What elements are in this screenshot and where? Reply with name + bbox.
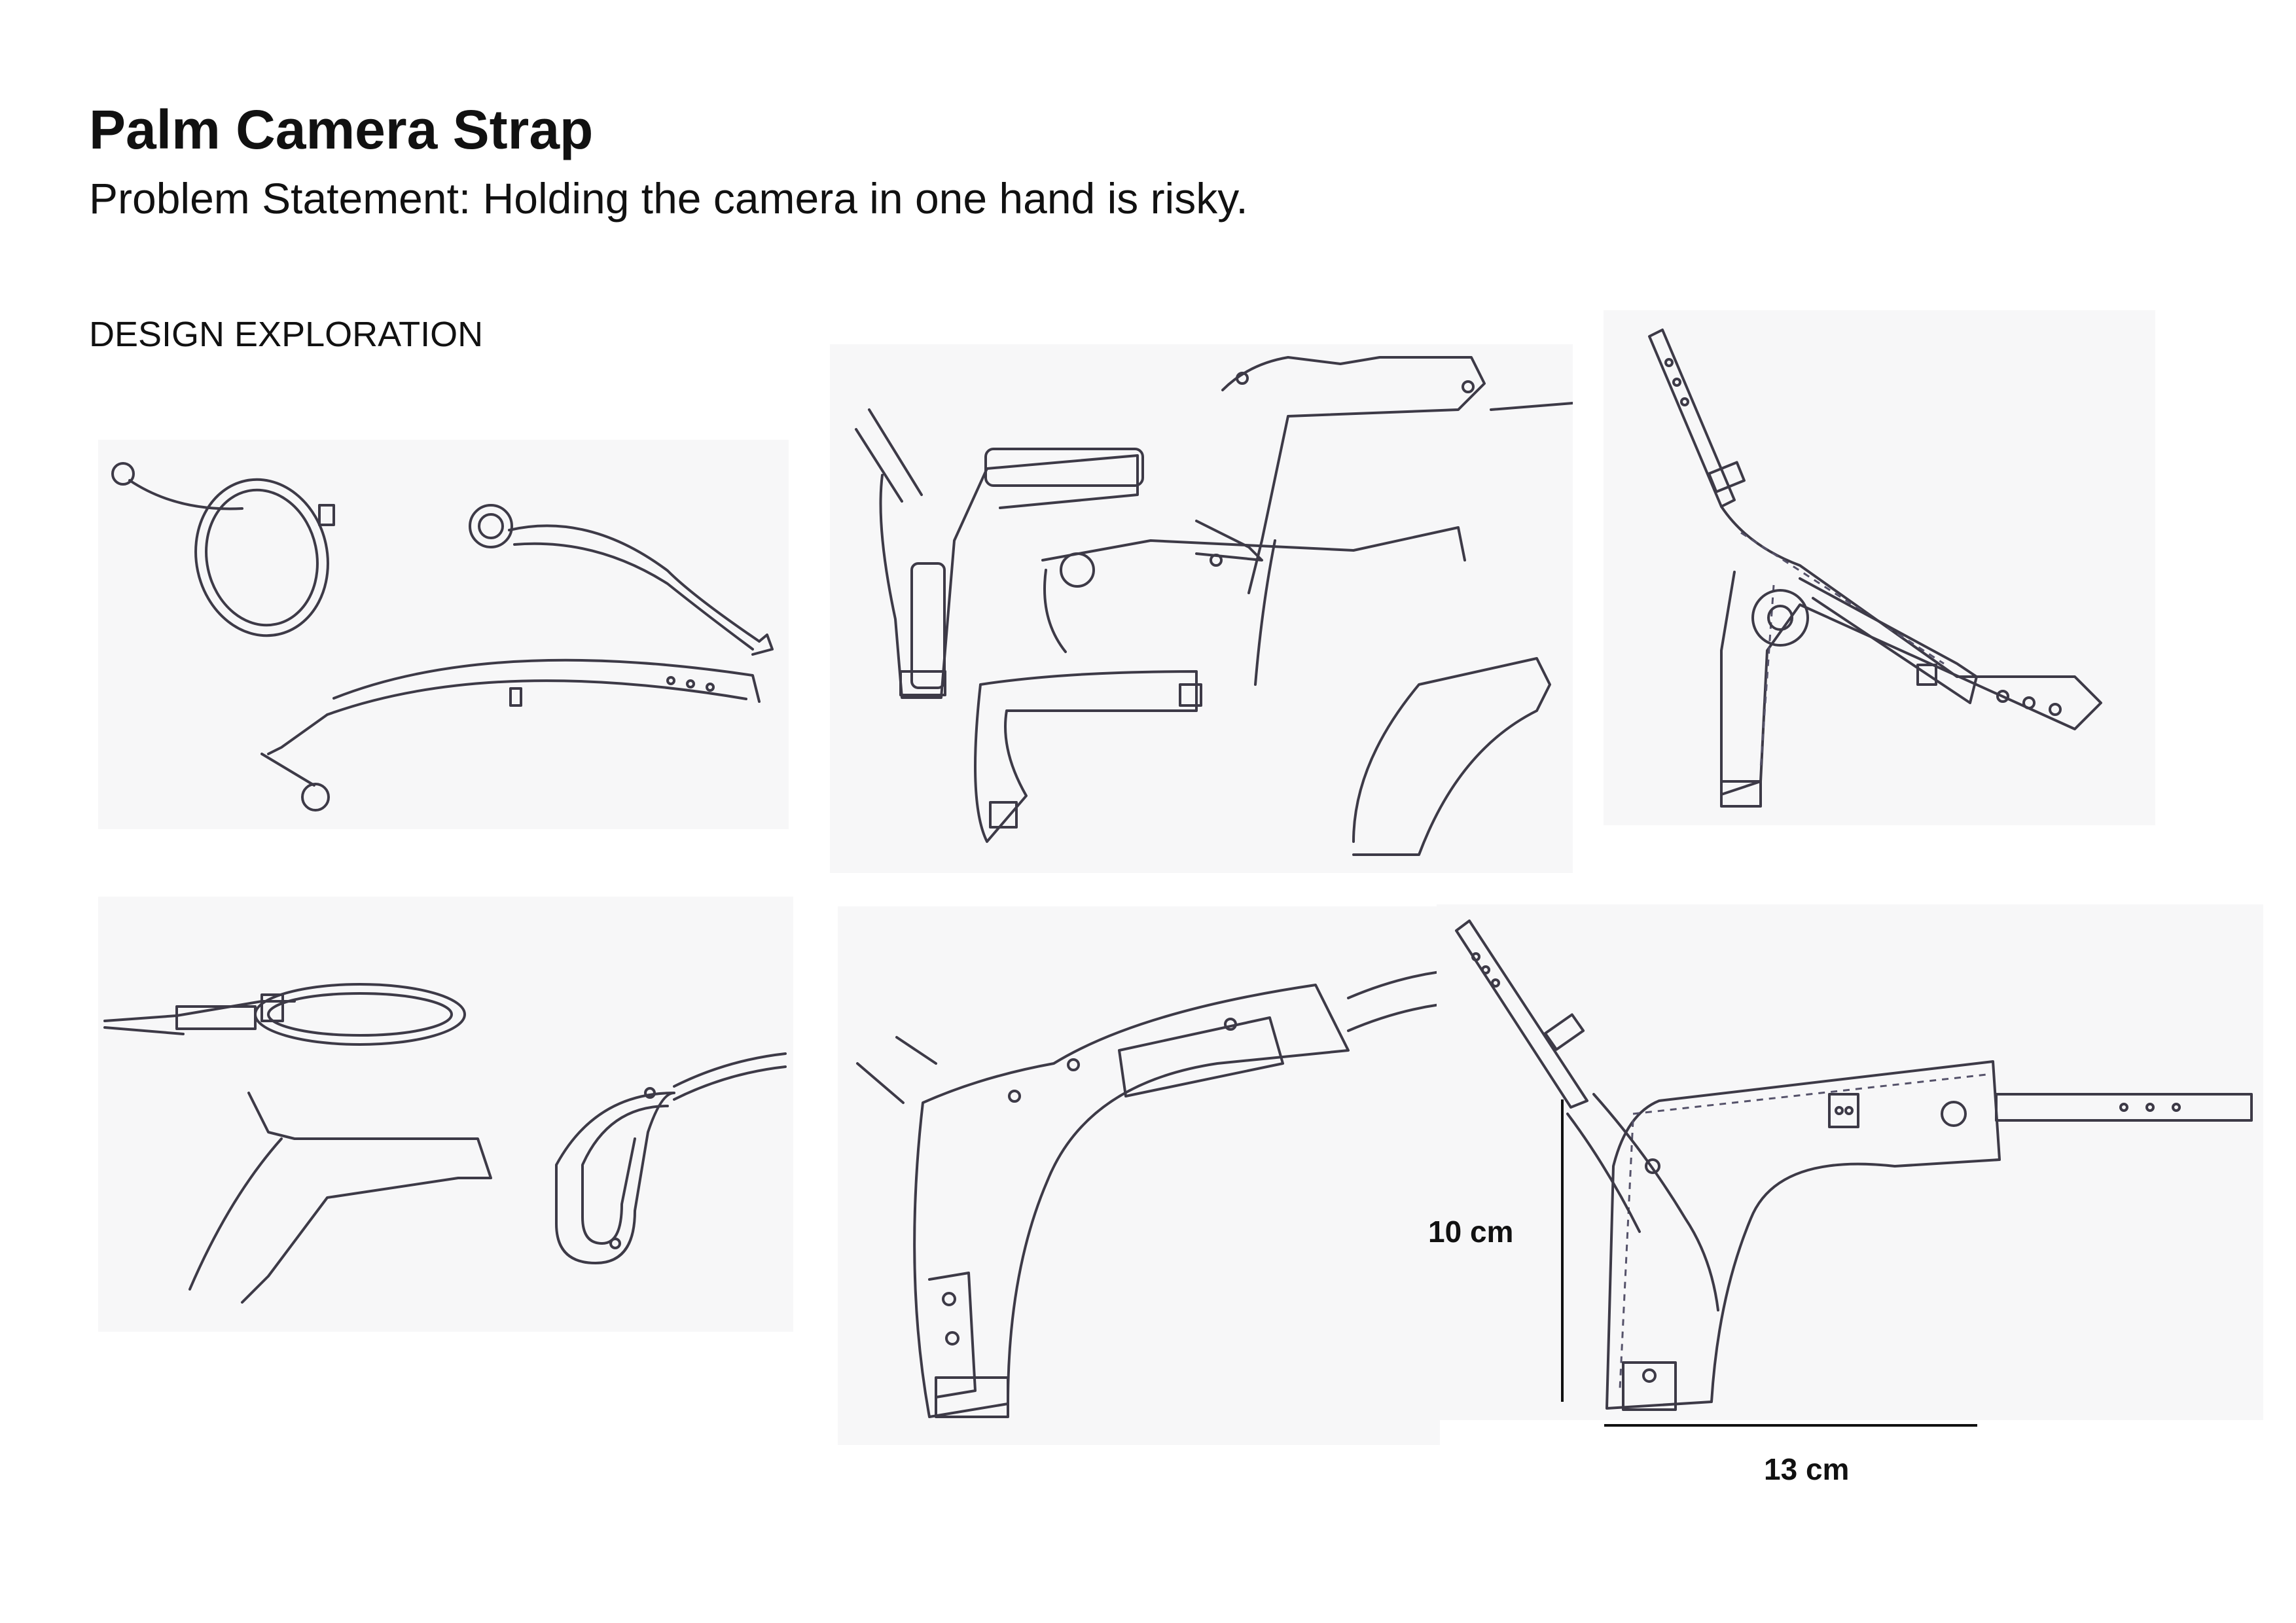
- page-title: Palm Camera Strap: [89, 99, 594, 160]
- sketch-loop-and-pad: [98, 897, 793, 1332]
- width-dimension-line: [1604, 1424, 1977, 1427]
- problem-statement: Problem Statement: Holding the camera in…: [89, 174, 1248, 223]
- section-heading: DESIGN EXPLORATION: [89, 315, 484, 354]
- height-dimension-line: [1561, 1099, 1564, 1402]
- height-dimension-label: 10 cm: [1428, 1215, 1514, 1249]
- width-dimension-label: 13 cm: [1764, 1452, 1850, 1486]
- sketch-final-design: [1437, 904, 2263, 1420]
- sketch-curved-pad: [838, 906, 1440, 1445]
- sketch-wrist-loops: [98, 440, 789, 829]
- sketch-palm-pads: [830, 344, 1573, 873]
- sketch-y-harness: [1604, 310, 2155, 825]
